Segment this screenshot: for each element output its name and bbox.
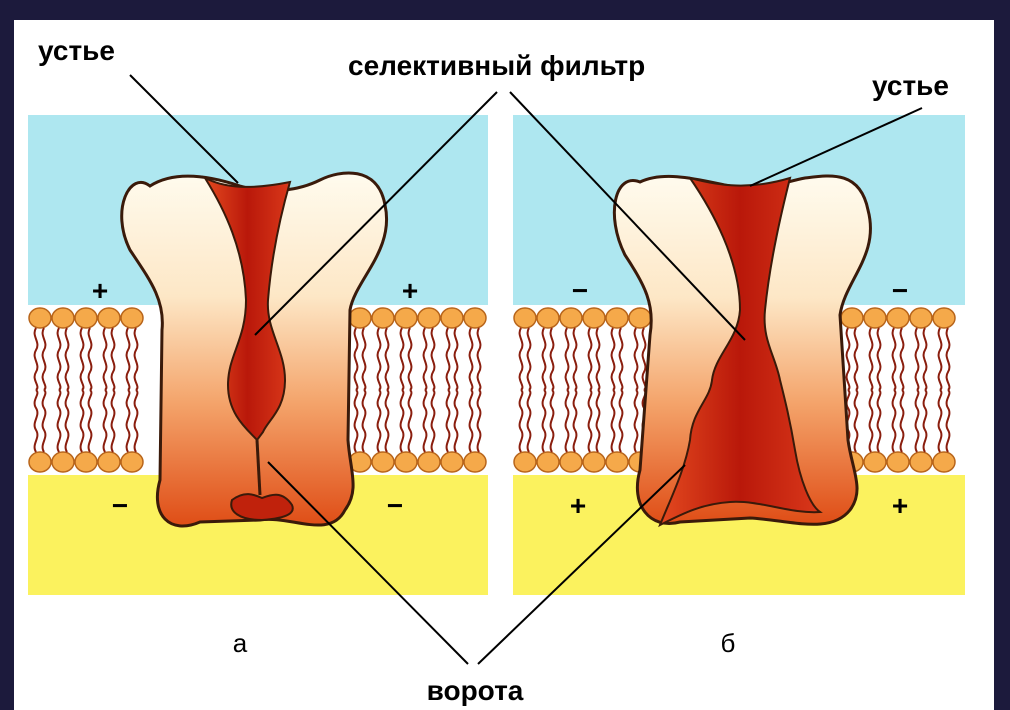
lipid-head: [841, 308, 863, 328]
label-gate: ворота: [427, 675, 524, 706]
lipid-head: [418, 452, 440, 472]
lipid-head: [75, 308, 97, 328]
charge-a-top-right: +: [402, 275, 418, 306]
channel-protein-b: [614, 176, 870, 525]
pore-lower-a: [231, 494, 293, 520]
lipid-head: [514, 308, 536, 328]
charge-a-bottom-left: −: [112, 490, 128, 521]
lipid-head: [583, 308, 605, 328]
lipid-head: [910, 308, 932, 328]
lipid-head: [629, 308, 651, 328]
charge-b-top-left: −: [572, 275, 588, 306]
panel-b: − − + + б: [513, 115, 965, 658]
lipid-head: [98, 308, 120, 328]
lipid-head: [606, 308, 628, 328]
lipid-head: [583, 452, 605, 472]
lipid-head: [75, 452, 97, 472]
lipid-head: [29, 452, 51, 472]
lipid-head: [537, 308, 559, 328]
charge-a-bottom-right: −: [387, 490, 403, 521]
lipid-head: [933, 452, 955, 472]
lipid-head: [910, 452, 932, 472]
lipid-head: [606, 452, 628, 472]
lipid-head: [464, 308, 486, 328]
lipid-head: [441, 452, 463, 472]
lipid-head: [537, 452, 559, 472]
lipid-head: [52, 308, 74, 328]
lipid-head: [372, 452, 394, 472]
label-selective-filter: селективный фильтр: [348, 50, 645, 81]
lipid-head: [98, 452, 120, 472]
panel-a-label: а: [233, 628, 248, 658]
charge-b-bottom-left: +: [570, 490, 586, 521]
lipid-head: [933, 308, 955, 328]
panel-b-label: б: [721, 628, 736, 658]
lipid-head: [887, 452, 909, 472]
lipid-head: [464, 452, 486, 472]
charge-b-top-right: −: [892, 275, 908, 306]
lipid-head: [864, 452, 886, 472]
charge-a-top-left: +: [92, 275, 108, 306]
lipid-head: [372, 308, 394, 328]
panel-a: + + − − а: [28, 115, 488, 658]
lipid-head: [52, 452, 74, 472]
lipid-head: [560, 308, 582, 328]
lipid-head: [887, 308, 909, 328]
lipid-head: [121, 452, 143, 472]
lipid-head: [864, 308, 886, 328]
lipid-head: [514, 452, 536, 472]
lipid-head: [395, 308, 417, 328]
lipid-head: [441, 308, 463, 328]
lipid-head: [418, 308, 440, 328]
lipid-head: [349, 308, 371, 328]
label-mouth-left: устье: [38, 35, 115, 66]
lipid-head: [121, 308, 143, 328]
lipid-head: [560, 452, 582, 472]
label-mouth-right: устье: [872, 70, 949, 101]
lipid-head: [29, 308, 51, 328]
channel-protein-a: [122, 173, 387, 526]
lipid-head: [395, 452, 417, 472]
charge-b-bottom-right: +: [892, 490, 908, 521]
